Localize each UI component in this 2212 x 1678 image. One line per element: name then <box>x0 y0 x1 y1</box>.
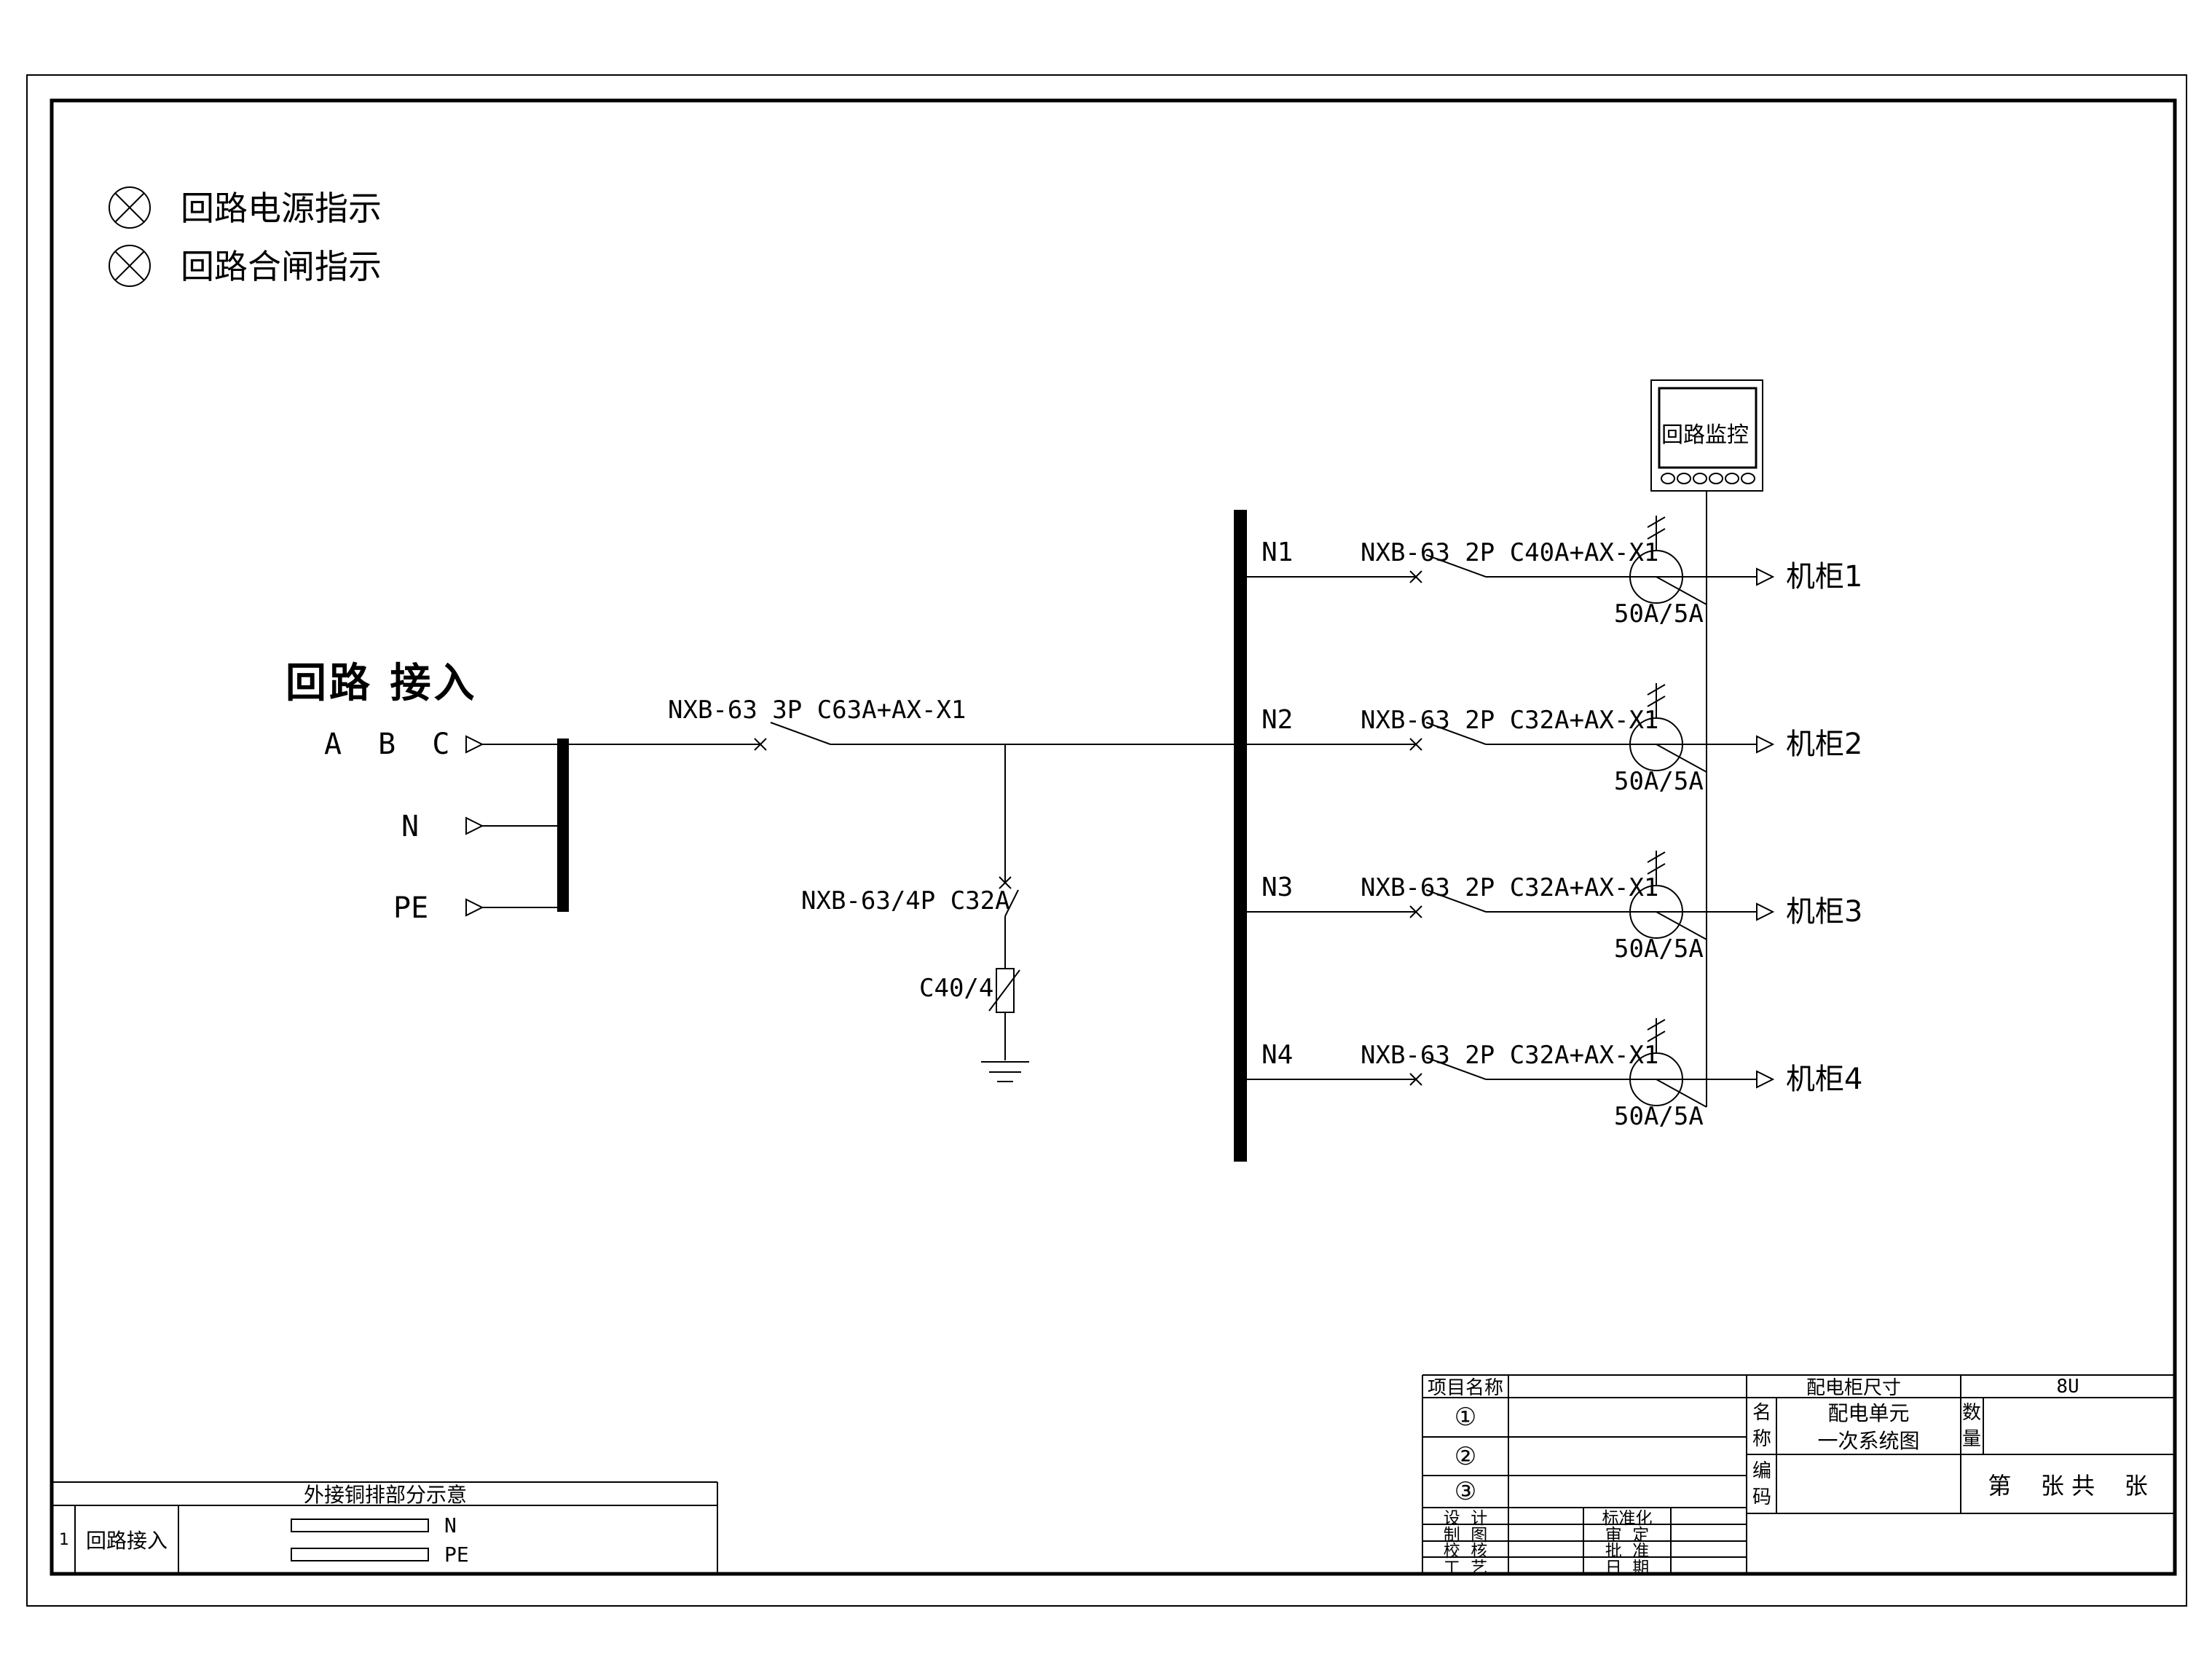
monitor-button-icon <box>1741 473 1755 484</box>
legend-neutral-bar-label: N <box>444 1513 457 1537</box>
sheet-number-label: 第 张 共 张 <box>1988 1471 2148 1500</box>
checker-label: 校 核 <box>1443 1542 1488 1561</box>
legend-table-grid <box>53 1481 718 1574</box>
outer-border <box>26 74 2187 1607</box>
monitor-device <box>1650 379 1763 492</box>
branch-n2: N2 NXB-63 2P C32A+AX-X1 50A/5A 机柜2 <box>1247 683 1862 796</box>
spd-branch: NXB-63/4P C32A C40/4 <box>801 744 1029 1082</box>
inner-border <box>50 98 2177 1576</box>
spd-breaker-blade-icon <box>1004 889 1019 917</box>
process-label: 工 艺 <box>1443 1558 1488 1577</box>
breaker-blade-icon <box>770 722 831 745</box>
branch-breaker-label: NXB-63 2P C32A+AX-X1 <box>1361 873 1658 902</box>
monitor-button-icon <box>1725 473 1739 484</box>
monitor-button-icon <box>1693 473 1707 484</box>
monitor-label: 回路监控 <box>1661 422 1749 448</box>
distribution-busbar <box>1234 510 1247 1162</box>
ct-secondary-line <box>1656 576 1707 605</box>
incoming-busbar <box>557 738 569 912</box>
pe-arrow-icon <box>465 898 484 917</box>
date-label: 日 期 <box>1605 1558 1650 1577</box>
load-label: 机柜1 <box>1786 560 1862 594</box>
branch-breaker-label: NXB-63 2P C40A+AX-X1 <box>1361 538 1658 567</box>
phase-label: A B C <box>324 728 459 761</box>
spd-breaker-label: NXB-63/4P C32A <box>801 886 1010 915</box>
drafter-label: 制 图 <box>1443 1525 1488 1545</box>
load-arrow-icon <box>1756 902 1775 921</box>
breaker-blade-icon <box>1425 889 1487 913</box>
breaker-blade-icon <box>1425 1057 1487 1080</box>
cabinet-size-value: 8U <box>2056 1375 2079 1398</box>
main-feed: NXB-63 3P C63A+AX-X1 <box>569 696 1234 751</box>
branch-n4: N4 NXB-63 2P C32A+AX-X1 50A/5A 机柜4 <box>1247 1018 1862 1131</box>
drawing-name-line1: 配电单元 <box>1827 1401 1910 1425</box>
monitor-screen <box>1658 387 1758 469</box>
load-arrow-icon <box>1756 735 1775 754</box>
examine-label: 审 定 <box>1605 1525 1650 1545</box>
branch-id: N4 <box>1262 1040 1293 1070</box>
branch-breaker-label: NXB-63 2P C32A+AX-X1 <box>1361 706 1658 735</box>
phase-arrow-icon <box>465 735 484 754</box>
project-row-3: ③ <box>1454 1477 1477 1506</box>
neutral-arrow-icon <box>465 816 484 835</box>
legend-row-label: 回路接入 <box>85 1529 168 1553</box>
project-row-1: ① <box>1454 1403 1477 1432</box>
ct-secondary-line <box>1656 1079 1707 1108</box>
load-arrow-icon <box>1756 1070 1775 1089</box>
branch-n3: N3 NXB-63 2P C32A+AX-X1 50A/5A 机柜3 <box>1247 851 1862 964</box>
ct-ratio-label: 50A/5A <box>1614 1102 1704 1131</box>
project-name-label: 项目名称 <box>1427 1377 1503 1399</box>
approve-label: 批 准 <box>1605 1542 1650 1561</box>
neutral-busbar-icon <box>291 1519 429 1532</box>
load-label: 机柜2 <box>1786 728 1862 761</box>
pe-busbar-icon <box>291 1548 429 1561</box>
breaker-blade-icon <box>1425 722 1487 745</box>
monitor-button-icon <box>1709 473 1723 484</box>
breaker-blade-icon <box>1425 554 1487 578</box>
project-row-2: ② <box>1454 1441 1477 1471</box>
designer-label: 设 计 <box>1443 1508 1488 1528</box>
load-label: 机柜3 <box>1786 895 1862 929</box>
branch-id: N3 <box>1262 873 1293 902</box>
incoming-terminals: A B C N PE <box>324 728 569 925</box>
legend-row-number: 1 <box>59 1530 69 1549</box>
lamp-symbol-power <box>109 186 151 229</box>
spd-device-label: C40/4 <box>919 974 993 1003</box>
ct-ratio-label: 50A/5A <box>1614 767 1704 796</box>
legend-pe-bar-label: PE <box>444 1542 469 1567</box>
incoming-title: 回路 接入 <box>286 660 478 707</box>
branch-id: N1 <box>1262 537 1293 567</box>
lamp-closing-label: 回路合闸指示 <box>181 247 382 286</box>
ct-ratio-label: 50A/5A <box>1614 599 1704 629</box>
ct-secondary-line <box>1656 744 1707 773</box>
branch-id: N2 <box>1262 705 1293 735</box>
load-arrow-icon <box>1756 567 1775 586</box>
neutral-label: N <box>401 810 419 843</box>
name-label: 名称 <box>1752 1402 1771 1450</box>
pe-label: PE <box>393 891 428 925</box>
title-block-grid <box>1422 1374 2175 1574</box>
lamp-power-label: 回路电源指示 <box>181 189 382 228</box>
qty-label: 数量 <box>1961 1402 1981 1450</box>
ct-secondary-line <box>1656 911 1707 940</box>
main-breaker-label: NXB-63 3P C63A+AX-X1 <box>668 696 966 725</box>
ct-ratio-label: 50A/5A <box>1614 934 1704 964</box>
ground-icon <box>981 1061 1029 1082</box>
legend-table-title: 外接铜排部分示意 <box>303 1483 467 1507</box>
lamp-symbol-closing <box>109 245 151 287</box>
cabinet-size-label: 配电柜尺寸 <box>1806 1377 1901 1399</box>
code-label: 编码 <box>1752 1460 1771 1508</box>
drawing-name-line2: 一次系统图 <box>1817 1429 1920 1453</box>
load-label: 机柜4 <box>1786 1063 1862 1096</box>
monitor-button-icon <box>1677 473 1691 484</box>
branch-breaker-label: NXB-63 2P C32A+AX-X1 <box>1361 1041 1658 1070</box>
monitor-button-icon <box>1661 473 1675 484</box>
branch-n1: N1 NXB-63 2P C40A+AX-X1 50A/5A 机柜1 <box>1247 516 1862 629</box>
